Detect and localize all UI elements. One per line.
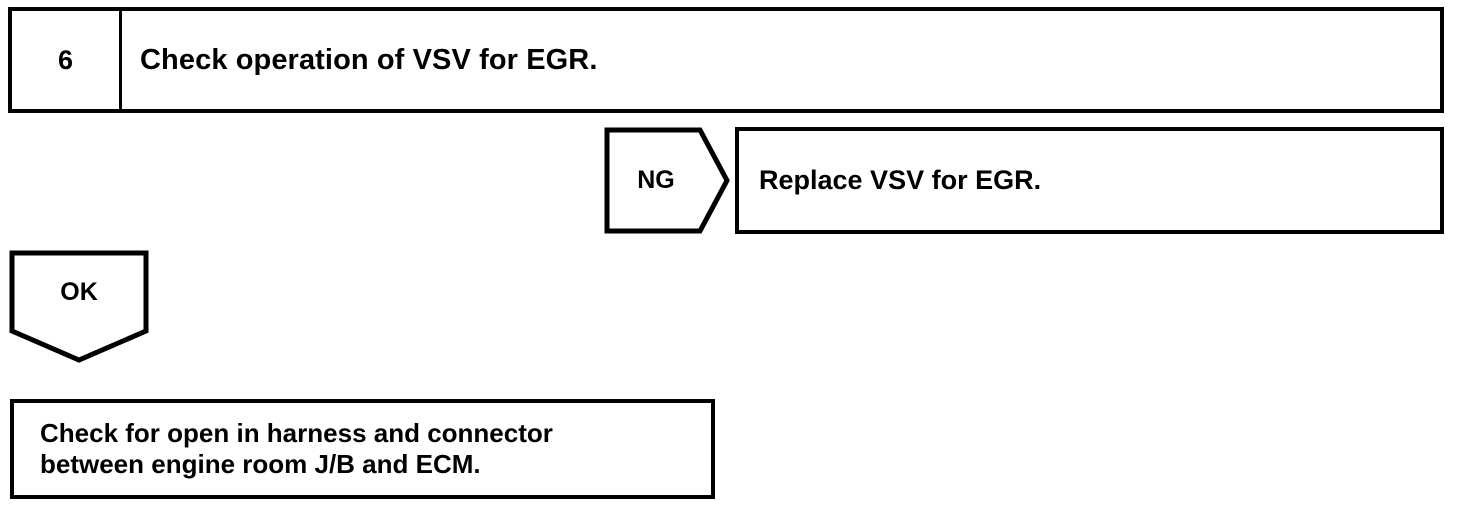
down-pentagon-arrow-icon [9,250,149,363]
step-number: 6 [57,44,74,75]
ng-result-text: Replace VSV for EGR. [759,165,1042,196]
step-title: Check operation of VSV for EGR. [140,43,598,76]
step-header-row: 6 Check operation of VSV for EGR. [8,7,1444,113]
ok-result-line-2: between engine room J/B and ECM. [40,449,481,479]
ng-result-box: Replace VSV for EGR. [735,127,1444,234]
ok-result-box: Check for open in harness and connector … [10,399,715,499]
ok-result-line-1: Check for open in harness and connector [40,418,553,449]
step-title-cell: Check operation of VSV for EGR. [122,11,1440,109]
ok-branch-arrow [9,250,149,363]
right-pentagon-arrow-icon [604,127,730,234]
ng-branch-arrow [604,127,730,234]
step-number-cell: 6 [12,11,122,109]
